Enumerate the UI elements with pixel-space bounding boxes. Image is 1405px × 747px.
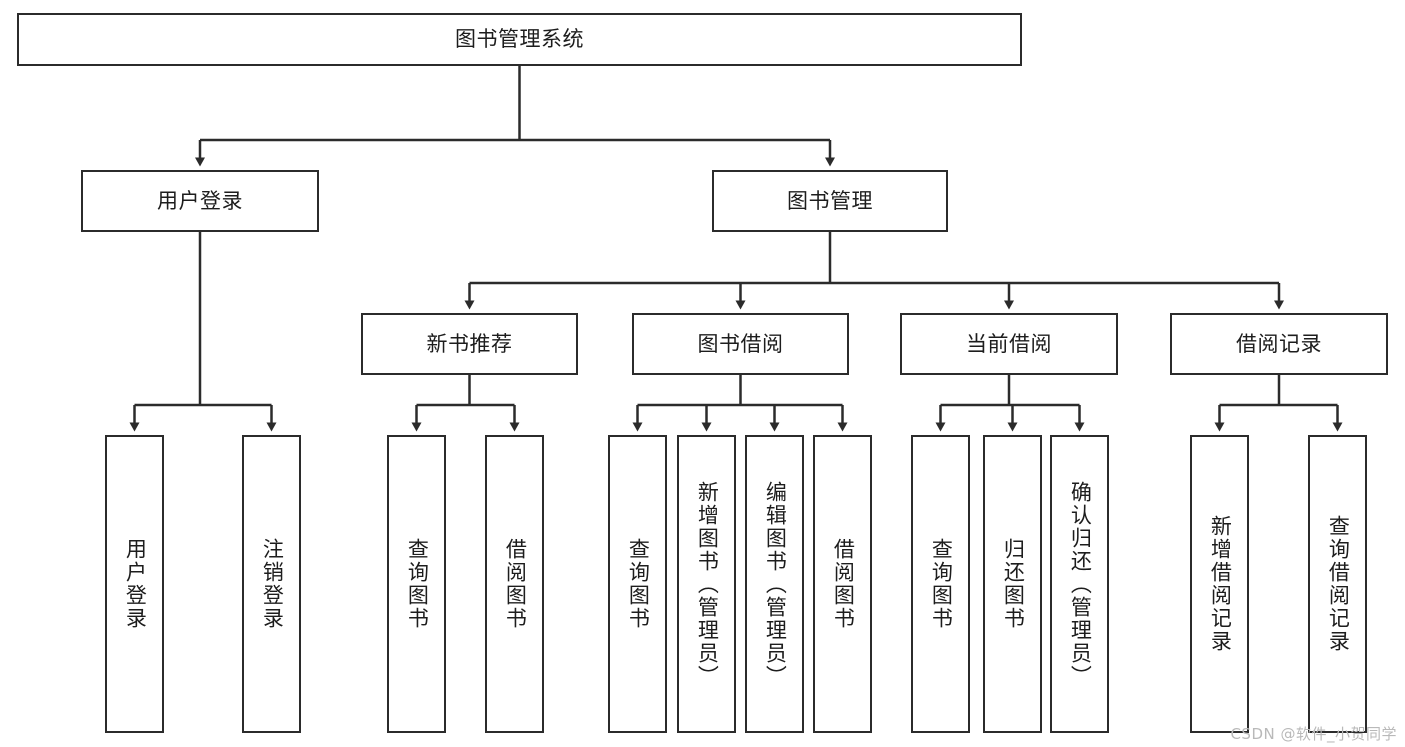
node-label-login: 用户登录 xyxy=(157,188,243,213)
node-label-borrow-3: 编辑图书（管理员） xyxy=(763,480,788,688)
node-label-newbook: 新书推荐 xyxy=(426,331,513,356)
node-bookmgmt[interactable]: 图书管理 xyxy=(712,170,948,232)
node-borrow[interactable]: 图书借阅 xyxy=(632,313,849,375)
node-label-records-1: 新增借阅记录 xyxy=(1208,515,1233,653)
node-login-2[interactable]: 注销登录 xyxy=(242,435,301,733)
node-label-borrow: 图书借阅 xyxy=(697,331,784,356)
node-label-current-1: 查询图书 xyxy=(929,538,954,630)
node-borrow-3[interactable]: 编辑图书（管理员） xyxy=(745,435,804,733)
node-label-newbook-2: 借阅图书 xyxy=(503,538,528,630)
node-current-3[interactable]: 确认归还（管理员） xyxy=(1050,435,1109,733)
node-label-root: 图书管理系统 xyxy=(455,27,584,52)
node-borrow-1[interactable]: 查询图书 xyxy=(608,435,667,733)
csdn-watermark: CSDN @软件_小贺同学 xyxy=(1230,725,1397,743)
node-current[interactable]: 当前借阅 xyxy=(900,313,1118,375)
node-label-borrow-2: 新增图书（管理员） xyxy=(695,480,720,688)
node-label-borrow-4: 借阅图书 xyxy=(831,538,856,630)
node-newbook[interactable]: 新书推荐 xyxy=(361,313,578,375)
node-current-1[interactable]: 查询图书 xyxy=(911,435,970,733)
node-label-borrow-1: 查询图书 xyxy=(626,538,651,630)
node-label-records: 借阅记录 xyxy=(1236,331,1322,356)
node-login[interactable]: 用户登录 xyxy=(81,170,319,232)
node-label-current: 当前借阅 xyxy=(966,331,1052,356)
node-login-1[interactable]: 用户登录 xyxy=(105,435,164,733)
node-newbook-1[interactable]: 查询图书 xyxy=(387,435,446,733)
node-label-login-2: 注销登录 xyxy=(260,538,285,630)
node-root[interactable]: 图书管理系统 xyxy=(17,13,1022,66)
node-records-2[interactable]: 查询借阅记录 xyxy=(1308,435,1367,733)
node-newbook-2[interactable]: 借阅图书 xyxy=(485,435,544,733)
node-label-login-1: 用户登录 xyxy=(123,538,148,630)
node-label-records-2: 查询借阅记录 xyxy=(1326,515,1351,653)
node-label-bookmgmt: 图书管理 xyxy=(787,188,873,213)
node-label-current-2: 归还图书 xyxy=(1001,538,1026,630)
node-label-newbook-1: 查询图书 xyxy=(405,538,430,630)
node-label-current-3: 确认归还（管理员） xyxy=(1068,480,1093,688)
node-borrow-4[interactable]: 借阅图书 xyxy=(813,435,872,733)
node-borrow-2[interactable]: 新增图书（管理员） xyxy=(677,435,736,733)
node-records-1[interactable]: 新增借阅记录 xyxy=(1190,435,1249,733)
node-records[interactable]: 借阅记录 xyxy=(1170,313,1388,375)
node-current-2[interactable]: 归还图书 xyxy=(983,435,1042,733)
